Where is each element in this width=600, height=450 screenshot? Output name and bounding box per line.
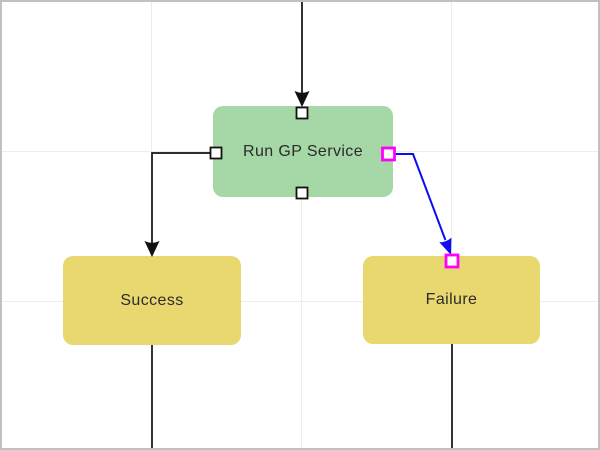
node-failure-label: Failure [425, 291, 478, 308]
node-success[interactable]: Success [63, 256, 241, 345]
port-run-gp-bottom[interactable] [295, 186, 309, 200]
port-run-gp-left[interactable] [209, 146, 223, 160]
edge-run-gp-to-success-arrowhead [144, 241, 160, 257]
edge-run-gp-to-success[interactable] [151, 152, 210, 243]
node-run-gp-service[interactable]: Run GP Service [213, 106, 393, 197]
port-failure-top-selected[interactable] [444, 253, 460, 269]
node-success-label: Success [120, 291, 184, 309]
port-run-gp-right-selected[interactable] [381, 146, 396, 162]
edge-run-gp-to-failure[interactable] [394, 153, 447, 241]
edge-top-to-run-gp-arrowhead [294, 91, 310, 107]
edge-run-gp-to-failure-arrowhead [439, 237, 452, 255]
node-failure[interactable]: Failure [363, 256, 540, 344]
port-run-gp-top[interactable] [295, 106, 309, 120]
node-run-gp-service-label: Run GP Service [242, 142, 364, 160]
